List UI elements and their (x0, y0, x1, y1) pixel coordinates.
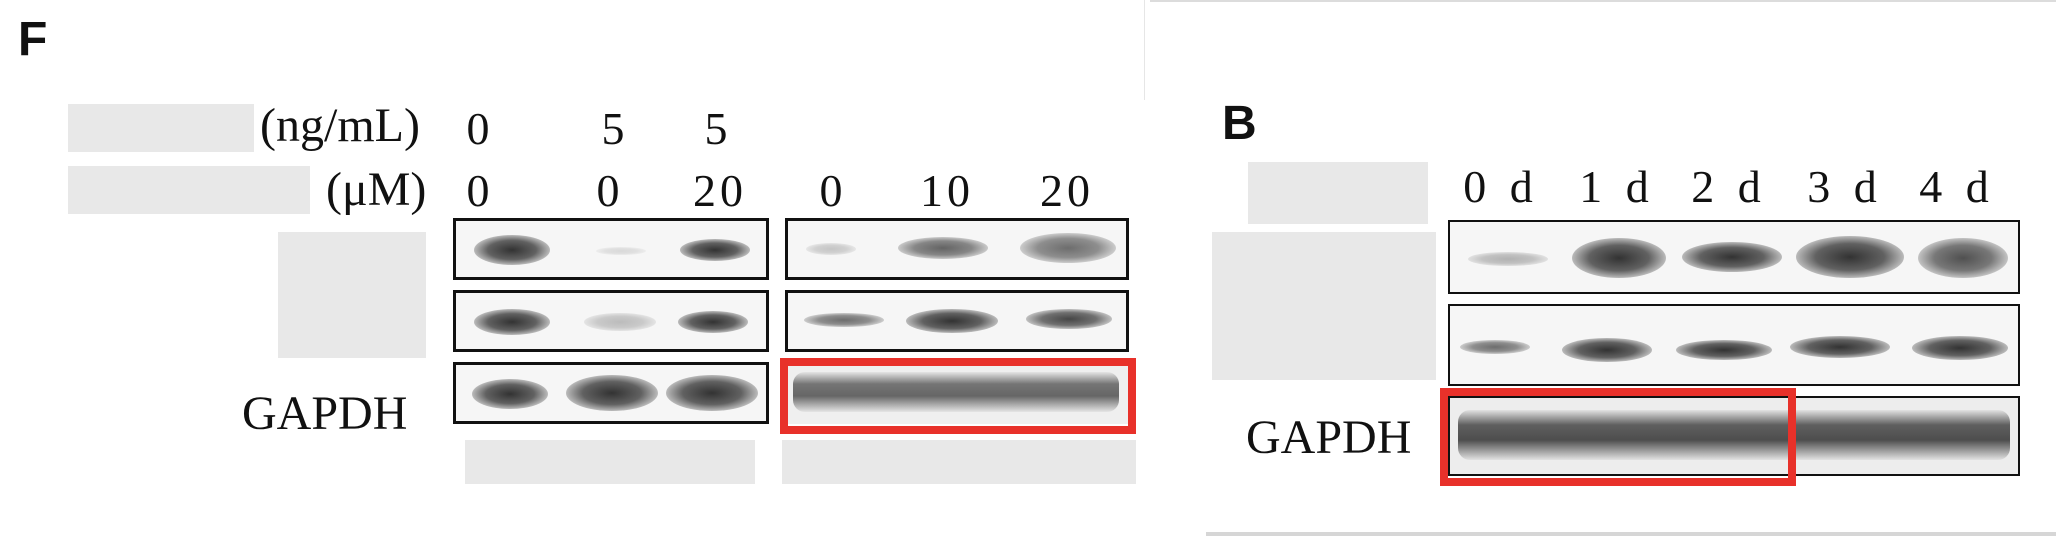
row1-value-lane1: 0 (466, 103, 490, 154)
row1-unit-label: (ng/mL) (260, 99, 420, 152)
redacted-reagent-2-label (68, 166, 310, 214)
gapdh-label-f: GAPDH (242, 387, 408, 440)
redacted-reagent-1-label (68, 104, 254, 152)
blot-b-row3-gapdh (1448, 396, 2020, 476)
panel-label-b: B (1222, 97, 1257, 150)
blot-b-row1 (1448, 220, 2020, 294)
blot-f-left-row3-gapdh (453, 362, 769, 424)
blot-f-right-row3-gapdh (785, 362, 1129, 424)
gapdh-label-b: GAPDH (1246, 411, 1412, 464)
figure-border-top (1150, 0, 2056, 2)
timepoint-1d: 1 d (1579, 161, 1655, 212)
timepoint-0d: 0 d (1463, 161, 1539, 212)
row1-value-lane3: 5 (704, 103, 728, 154)
row2-value-lane2: 0 (596, 165, 620, 216)
blot-f-right-row1 (785, 218, 1129, 280)
figure-border-bottom (1206, 532, 2056, 536)
row2-value-lane6: 20 (1040, 165, 1094, 216)
redacted-caption-f-left (465, 440, 755, 484)
timepoint-3d: 3 d (1807, 161, 1883, 212)
redacted-treatment-label-b (1248, 162, 1428, 224)
redacted-caption-f-right (782, 440, 1136, 484)
row2-value-lane4: 0 (819, 165, 843, 216)
timepoint-4d: 4 d (1919, 161, 1995, 212)
redacted-protein-labels-f (278, 232, 426, 358)
timepoint-2d: 2 d (1691, 161, 1767, 212)
blot-f-right-row2 (785, 290, 1129, 352)
redacted-protein-labels-b (1212, 232, 1436, 380)
blot-f-left-row1 (453, 218, 769, 280)
row2-value-lane3: 20 (693, 165, 747, 216)
highlight-box-b-gapdh (1440, 388, 1796, 486)
blot-f-left-row2 (453, 290, 769, 352)
row1-value-lane2: 5 (601, 103, 625, 154)
blot-b-row2 (1448, 304, 2020, 386)
figure-border-left (1144, 0, 1145, 100)
row2-unit-label: (μM) (326, 163, 427, 216)
highlight-box-f-gapdh (780, 358, 1136, 434)
panel-label-f: F (18, 13, 48, 66)
row2-value-lane1: 0 (466, 165, 490, 216)
row2-value-lane5: 10 (920, 165, 974, 216)
